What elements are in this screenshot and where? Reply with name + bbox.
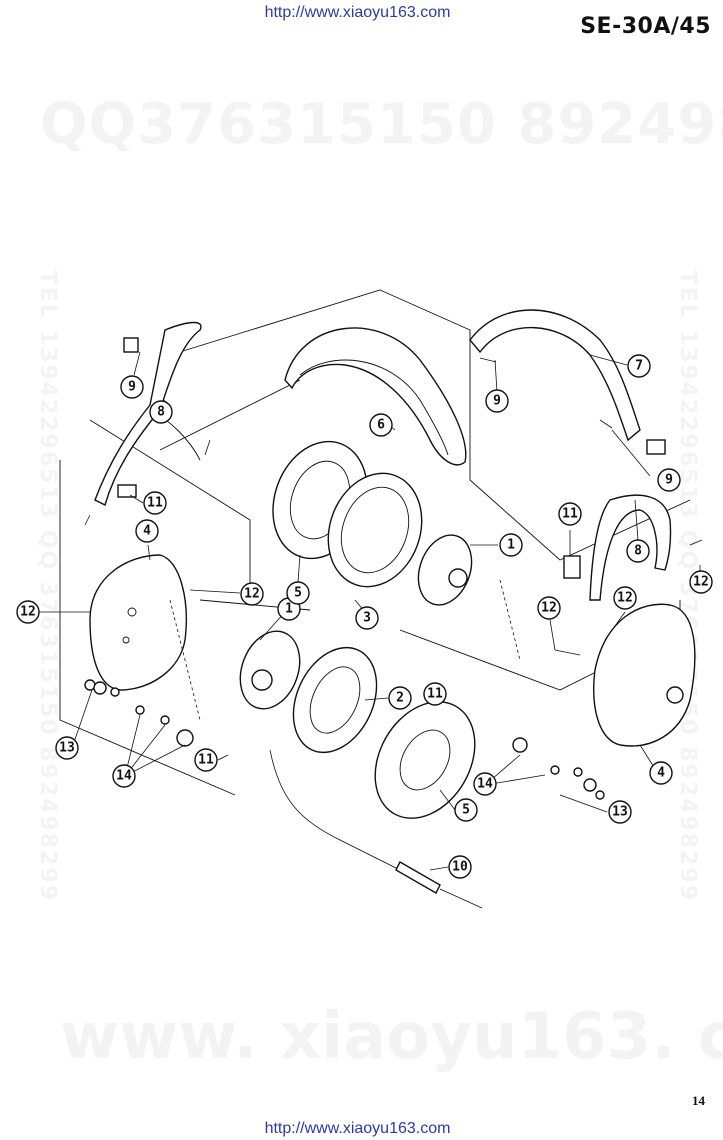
svg-text:11: 11: [562, 507, 578, 522]
driver-unit-lower: [239, 630, 301, 710]
svg-text:12: 12: [693, 575, 709, 590]
callout-13a: 13: [55, 736, 79, 760]
callout-9b: 9: [485, 389, 509, 413]
cable-clip-right: [563, 555, 581, 579]
callout-14a: 14: [112, 764, 136, 788]
headband-cushion: [284, 327, 467, 466]
callout-10: 10: [448, 855, 472, 879]
callout-12e: 12: [689, 570, 713, 594]
callout-11a: 11: [143, 491, 167, 515]
svg-text:12: 12: [617, 591, 633, 606]
callout-12c: 12: [537, 596, 561, 620]
svg-text:2: 2: [396, 691, 404, 706]
svg-text:8: 8: [634, 544, 642, 559]
svg-text:13: 13: [612, 805, 628, 820]
callout-13b: 13: [608, 800, 632, 824]
callout-2: 2: [388, 686, 412, 710]
callout-12a: 12: [16, 600, 40, 624]
callout-1a: 1: [499, 533, 523, 557]
svg-text:13: 13: [59, 741, 75, 756]
yoke-left: [94, 321, 202, 507]
cord: [269, 749, 401, 871]
callout-9c: 9: [657, 468, 681, 492]
phone-plug: [395, 861, 441, 894]
svg-text:10: 10: [452, 860, 468, 875]
model-number: SE-30A/45: [580, 14, 711, 39]
hardware: [84, 357, 703, 800]
callout-7: 7: [627, 354, 651, 378]
source-url-top: http://www.xiaoyu163.com: [264, 4, 451, 21]
svg-text:11: 11: [147, 496, 163, 511]
svg-text:9: 9: [128, 380, 136, 395]
svg-text:3: 3: [363, 611, 371, 626]
headband-right: [469, 309, 641, 442]
ear-pad-lower: [374, 701, 476, 819]
callout-14b: 14: [473, 772, 497, 796]
svg-text:1: 1: [507, 538, 515, 553]
callout-12b: 12: [240, 582, 264, 606]
svg-text:4: 4: [143, 524, 151, 539]
callout-6: 6: [369, 413, 393, 437]
svg-text:11: 11: [427, 687, 443, 702]
baffle-plate-upper: [327, 472, 423, 588]
svg-text:4: 4: [657, 766, 665, 781]
callout-3: 3: [355, 606, 379, 630]
callout-4a: 4: [135, 519, 159, 543]
svg-text:11: 11: [198, 753, 214, 768]
svg-text:9: 9: [665, 473, 673, 488]
svg-text:12: 12: [20, 605, 36, 620]
svg-text:1: 1: [285, 602, 293, 617]
svg-text:5: 5: [462, 803, 470, 818]
callout-8b: 8: [626, 539, 650, 563]
cable-clip-left: [117, 484, 137, 498]
ear-cup-right: [593, 603, 696, 747]
callout-5b: 5: [454, 798, 478, 822]
callout-11c: 11: [423, 682, 447, 706]
page-number: 14: [692, 1093, 705, 1108]
svg-text:7: 7: [635, 359, 643, 374]
svg-text:5: 5: [294, 586, 302, 601]
svg-text:12: 12: [244, 587, 260, 602]
slider-clip-left: [123, 337, 139, 353]
svg-text:14: 14: [116, 769, 132, 784]
slider-clip-right: [646, 439, 666, 455]
driver-unit-upper: [417, 534, 473, 606]
callout-4b: 4: [649, 761, 673, 785]
svg-text:14: 14: [477, 777, 493, 792]
callout-11d: 11: [194, 748, 218, 772]
ear-cup-left: [89, 554, 187, 691]
svg-text:8: 8: [157, 405, 165, 420]
yoke-right: [589, 494, 672, 601]
svg-text:9: 9: [493, 394, 501, 409]
callout-5a: 5: [286, 581, 310, 605]
callout-9a: 9: [120, 375, 144, 399]
callout-12d: 12: [613, 586, 637, 610]
callout-11b: 11: [558, 502, 582, 526]
svg-text:6: 6: [377, 418, 385, 433]
source-url-bottom: http://www.xiaoyu163.com: [264, 1120, 451, 1137]
svg-text:12: 12: [541, 601, 557, 616]
callout-8a: 8: [149, 400, 173, 424]
